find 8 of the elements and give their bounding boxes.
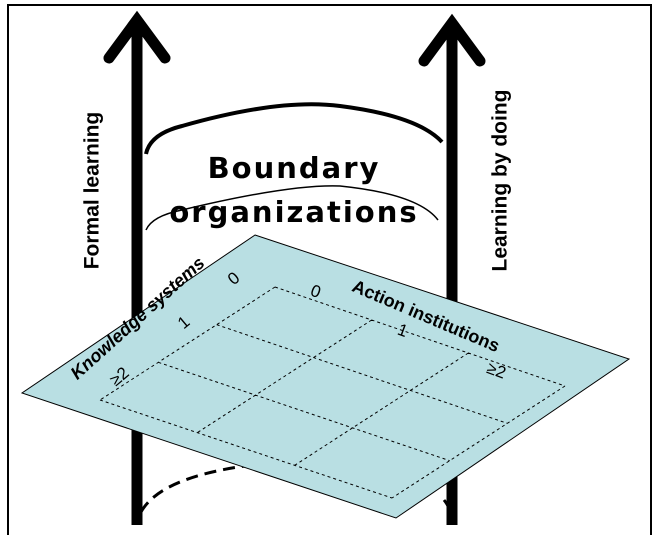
- axis-tick: 1: [174, 312, 192, 332]
- axis-tick: 0: [308, 281, 323, 301]
- axis-tick: 1: [394, 320, 410, 340]
- arrow-label: Formal learning: [81, 111, 102, 269]
- dome-title: Boundary organizations: [168, 150, 420, 231]
- axis-tick: 0: [224, 268, 242, 288]
- axis-tick: ≥2: [484, 358, 508, 382]
- arrow-label: Learning by doing: [490, 89, 510, 271]
